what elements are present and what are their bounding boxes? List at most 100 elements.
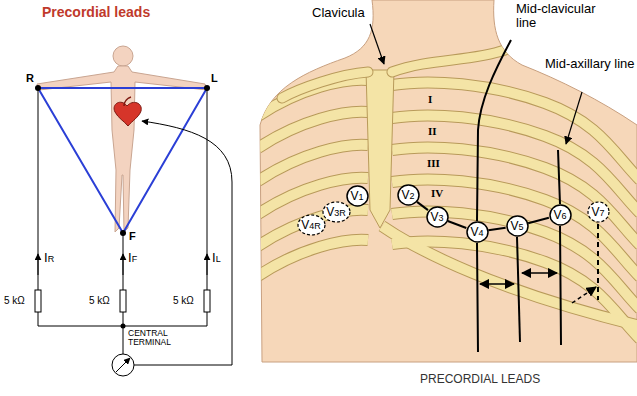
electrode-circle: V3	[426, 206, 449, 228]
electrode-text-box: V1	[346, 185, 369, 207]
electrode-outline-shape	[550, 205, 571, 225]
rib	[382, 226, 637, 326]
ribs	[258, 80, 637, 339]
anterior-axillary-line	[517, 237, 520, 342]
electrode-outline-shape	[427, 207, 448, 227]
electrode-outline-shape	[347, 186, 368, 206]
heart	[114, 102, 141, 126]
electrode-outline-shape	[323, 202, 350, 222]
limb-electrode-label: F	[129, 230, 136, 242]
reference-lines	[370, 24, 598, 352]
heart-vessel	[124, 97, 131, 106]
clavicle	[282, 72, 368, 98]
electrode-label: V7	[591, 206, 604, 218]
rib-outline	[258, 240, 368, 276]
chest-illustration	[258, 0, 637, 362]
einthoven-figure	[35, 46, 232, 376]
current-label: IL	[212, 251, 221, 265]
clavicle	[392, 50, 505, 72]
electrode-circle: V4	[466, 221, 489, 243]
posterior-axillary-line	[597, 224, 599, 300]
current-label: IF	[128, 251, 137, 265]
electrode-text-box: V7	[587, 201, 610, 223]
electrode-connector	[488, 228, 505, 231]
current-arrow	[207, 254, 208, 275]
current-label: IR	[44, 251, 54, 265]
anatomy-label: Clavicula	[312, 6, 365, 20]
person-body	[37, 66, 207, 232]
electrode-connector	[448, 221, 467, 228]
rib	[258, 240, 368, 276]
electrode-label: V6	[553, 209, 566, 221]
anatomy-label: Mid-axillary line	[545, 57, 635, 71]
person-head	[113, 46, 133, 66]
electrode-outline-shape	[467, 222, 488, 242]
rib-space-number: I	[428, 93, 432, 105]
spacing-arrow	[572, 287, 596, 303]
electrode-text-box: V3R	[322, 201, 351, 223]
electrode-label: V3	[430, 211, 443, 223]
electrode-label: V4R	[301, 219, 321, 231]
meter-needle	[116, 358, 130, 372]
electrode-connector	[528, 218, 549, 223]
electrode-outline-shape	[507, 216, 528, 236]
rib-space-number: III	[427, 157, 440, 169]
rib-space-number: II	[428, 125, 437, 137]
electrode-label: V4	[470, 226, 483, 238]
resistor-symbol	[35, 290, 41, 312]
clavicle-outline	[282, 72, 368, 98]
current-arrow	[123, 254, 124, 275]
title: Precordial leads	[42, 5, 150, 20]
electrode-dot	[120, 230, 126, 236]
electrode-outline-shape	[298, 215, 325, 235]
electrode-outline-shape	[398, 185, 419, 205]
wire	[38, 88, 207, 354]
meter-symbol	[112, 354, 134, 376]
electrode-circle: V1	[346, 185, 369, 207]
leader-arrow	[566, 92, 582, 144]
electrode-label: V1	[350, 190, 363, 202]
limb-electrode-label: L	[211, 72, 218, 84]
anatomy-label: Mid-clavicular line	[516, 2, 616, 31]
resistor-symbol	[204, 290, 210, 312]
electrode-circle: V2	[397, 184, 420, 206]
resistor-value: 5 kΩ	[4, 295, 25, 306]
resistor-symbol	[120, 290, 126, 312]
mid-axillary-line	[558, 150, 561, 345]
rib-cage	[258, 50, 637, 339]
resistor-value: 5 kΩ	[173, 295, 194, 306]
electrode-label: V5	[510, 220, 523, 232]
electrode-circle: V7	[587, 201, 610, 223]
electrode-text-box: V2	[397, 184, 420, 206]
electrode-text-box: V3	[426, 206, 449, 228]
electrode-circle: V3R	[322, 201, 351, 223]
einthoven-triangle	[38, 88, 207, 233]
mid-clavicular-line	[477, 40, 511, 352]
electrode-circle: V5	[506, 215, 529, 237]
spacing-arrow	[522, 272, 557, 274]
electrode-text-box: V4R	[297, 214, 326, 236]
sternum	[366, 70, 394, 228]
rib-space-number: IV	[431, 187, 443, 199]
spacing-arrow	[480, 283, 514, 285]
electrode-text-box: V5	[506, 215, 529, 237]
electrode-label: V2	[401, 189, 414, 201]
wires	[38, 88, 232, 365]
leader-arrow	[370, 24, 384, 64]
electrode-label: V3R	[326, 206, 346, 218]
terminal-label: CENTRAL TERMINAL	[128, 329, 190, 348]
electrode-text-box: V6	[549, 204, 572, 226]
junction-dot	[121, 324, 126, 329]
electrode-connector	[417, 202, 428, 210]
electrode-dot	[204, 85, 210, 91]
limb-electrode-label: R	[26, 72, 34, 84]
caption: PRECORDIAL LEADS	[420, 373, 540, 386]
electrode-dot	[35, 85, 41, 91]
electrode-circle: V4R	[297, 214, 326, 236]
pointer-arrow	[142, 121, 232, 182]
electrode-text-box: V4	[466, 221, 489, 243]
